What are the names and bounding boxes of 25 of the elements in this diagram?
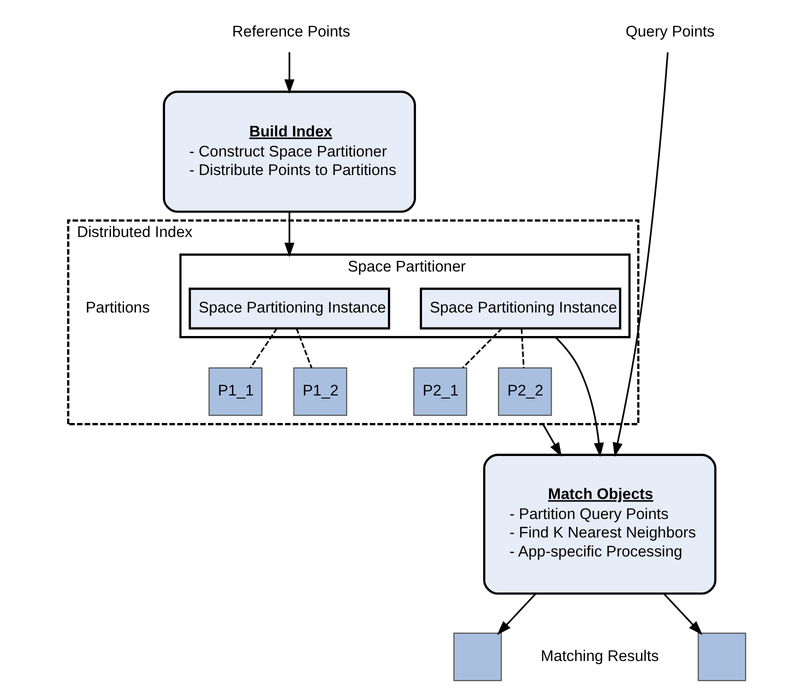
arrow (542, 424, 562, 457)
arrow (284, 212, 294, 258)
connector (462, 328, 502, 368)
node-box (697, 632, 746, 682)
node-box: Match Objects - Partition Query Points - Find K Nearest Neighbors - App-specific Processing (482, 454, 716, 595)
arrow (284, 52, 294, 94)
node-text: Query Points (625, 23, 714, 40)
connector (249, 328, 278, 368)
connector (520, 328, 524, 368)
arrow (612, 52, 668, 457)
node-box: Space Partitioning Instance (188, 288, 390, 330)
node-box: P1_1 (208, 367, 262, 416)
node-box: P2_2 (497, 367, 552, 416)
node-box (452, 632, 502, 682)
arrow (496, 593, 536, 635)
connector (295, 328, 312, 368)
label: Matching Results (540, 648, 658, 665)
label: Partitions (85, 300, 150, 317)
node-box: P1_2 (292, 367, 347, 416)
node-box: Build Index - Construct Space Partitioner - Distribute Points to Partitions (162, 90, 416, 213)
node-box: Space Partitioning Instance (419, 288, 621, 330)
arrow (662, 593, 702, 635)
arrow (554, 336, 604, 458)
node-text: Reference Points (232, 23, 350, 40)
node-box: P2_1 (412, 367, 467, 416)
